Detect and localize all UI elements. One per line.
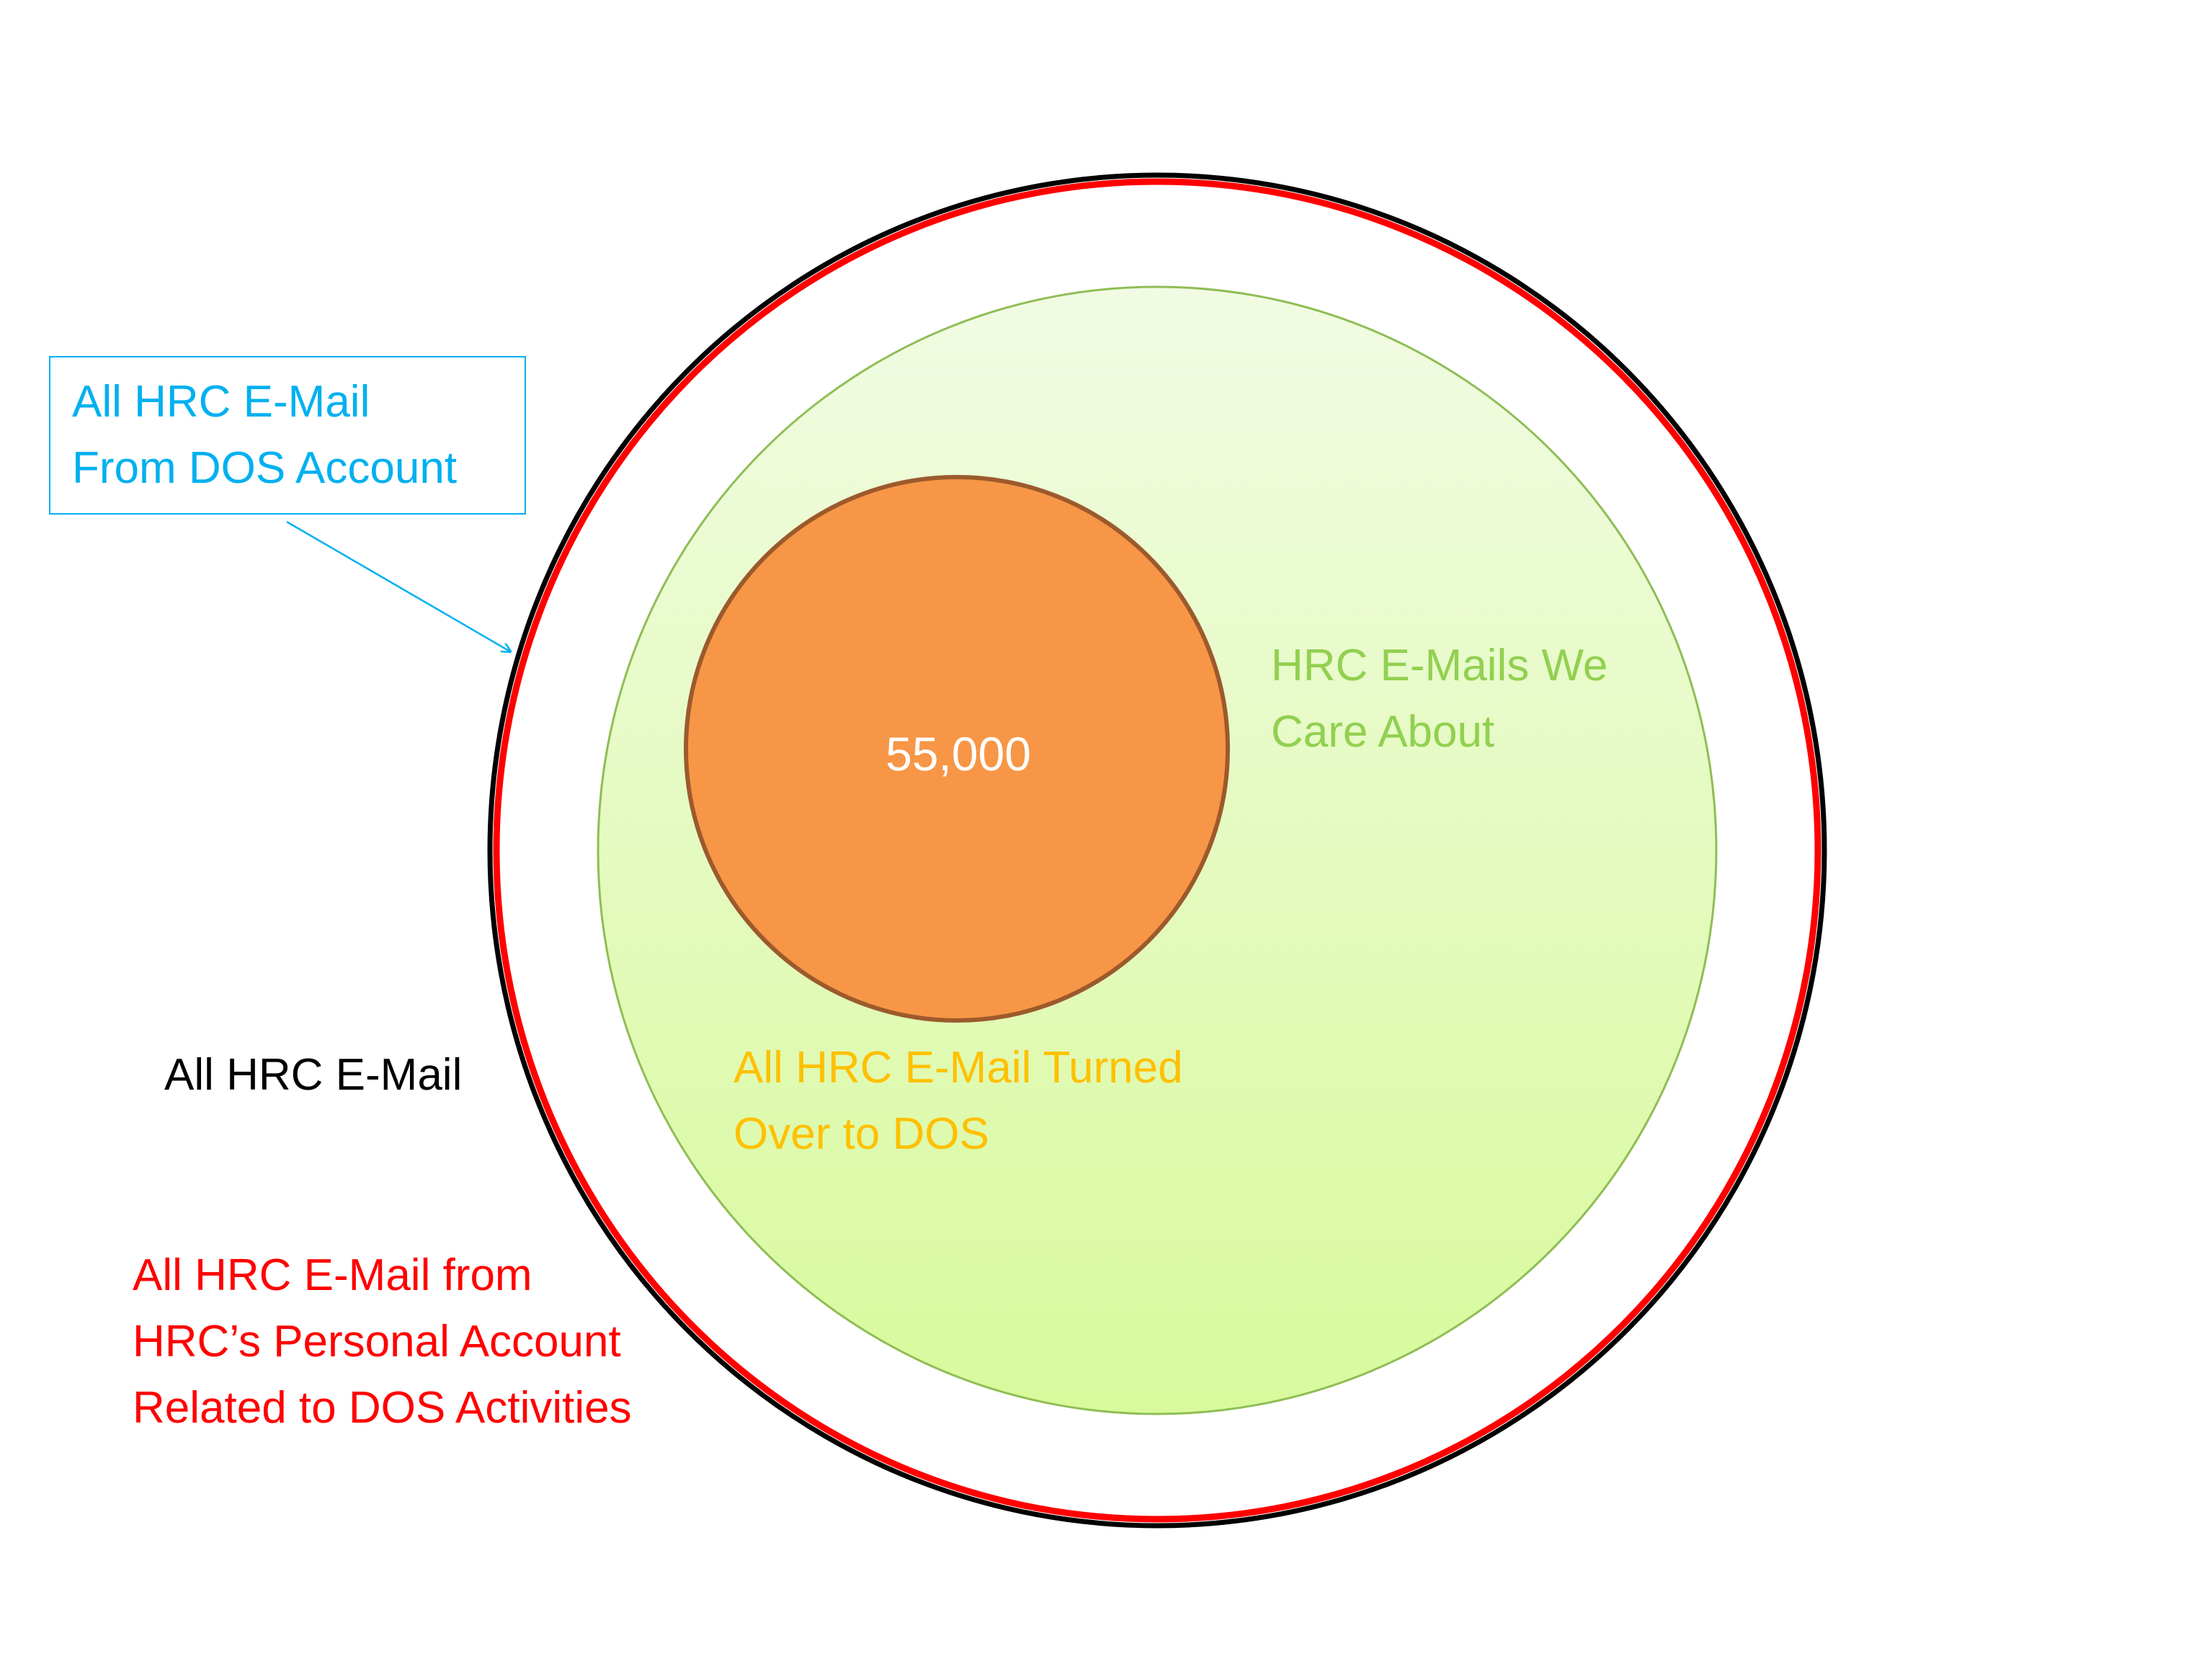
dos-account-label-line: All HRC E-Mail [72, 377, 370, 427]
care-about-label-line: Care About [1271, 707, 1495, 757]
personal-account-label-line: All HRC E-Mail from [133, 1250, 532, 1300]
personal-account-label-line: HRC’s Personal Account [133, 1317, 621, 1366]
dos-account-label: All HRC E-Mail From DOS Account [72, 369, 457, 502]
dos-account-label-line: From DOS Account [72, 443, 458, 493]
outer-circle-red [493, 178, 1821, 1523]
orange-circle [684, 475, 1230, 1023]
callout-arrow [286, 520, 510, 651]
care-about-label: HRC E-Mails We Care About [1271, 633, 1607, 765]
turned-over-label-line: Over to DOS [733, 1109, 989, 1159]
turned-over-label: All HRC E-Mail Turned Over to DOS [733, 1035, 1183, 1167]
turned-over-label-line: All HRC E-Mail Turned [733, 1043, 1183, 1093]
personal-account-label-line: Related to DOS Activities [133, 1383, 632, 1433]
email-count-label: 55,000 [886, 727, 1031, 780]
personal-account-label: All HRC E-Mail from HRC’s Personal Accou… [133, 1242, 632, 1441]
all-email-label: All HRC E-Mail [164, 1042, 462, 1108]
dos-account-callout-box [49, 356, 526, 515]
all-email-label-line: All HRC E-Mail [164, 1050, 463, 1100]
care-about-label-line: HRC E-Mails We [1271, 641, 1608, 690]
